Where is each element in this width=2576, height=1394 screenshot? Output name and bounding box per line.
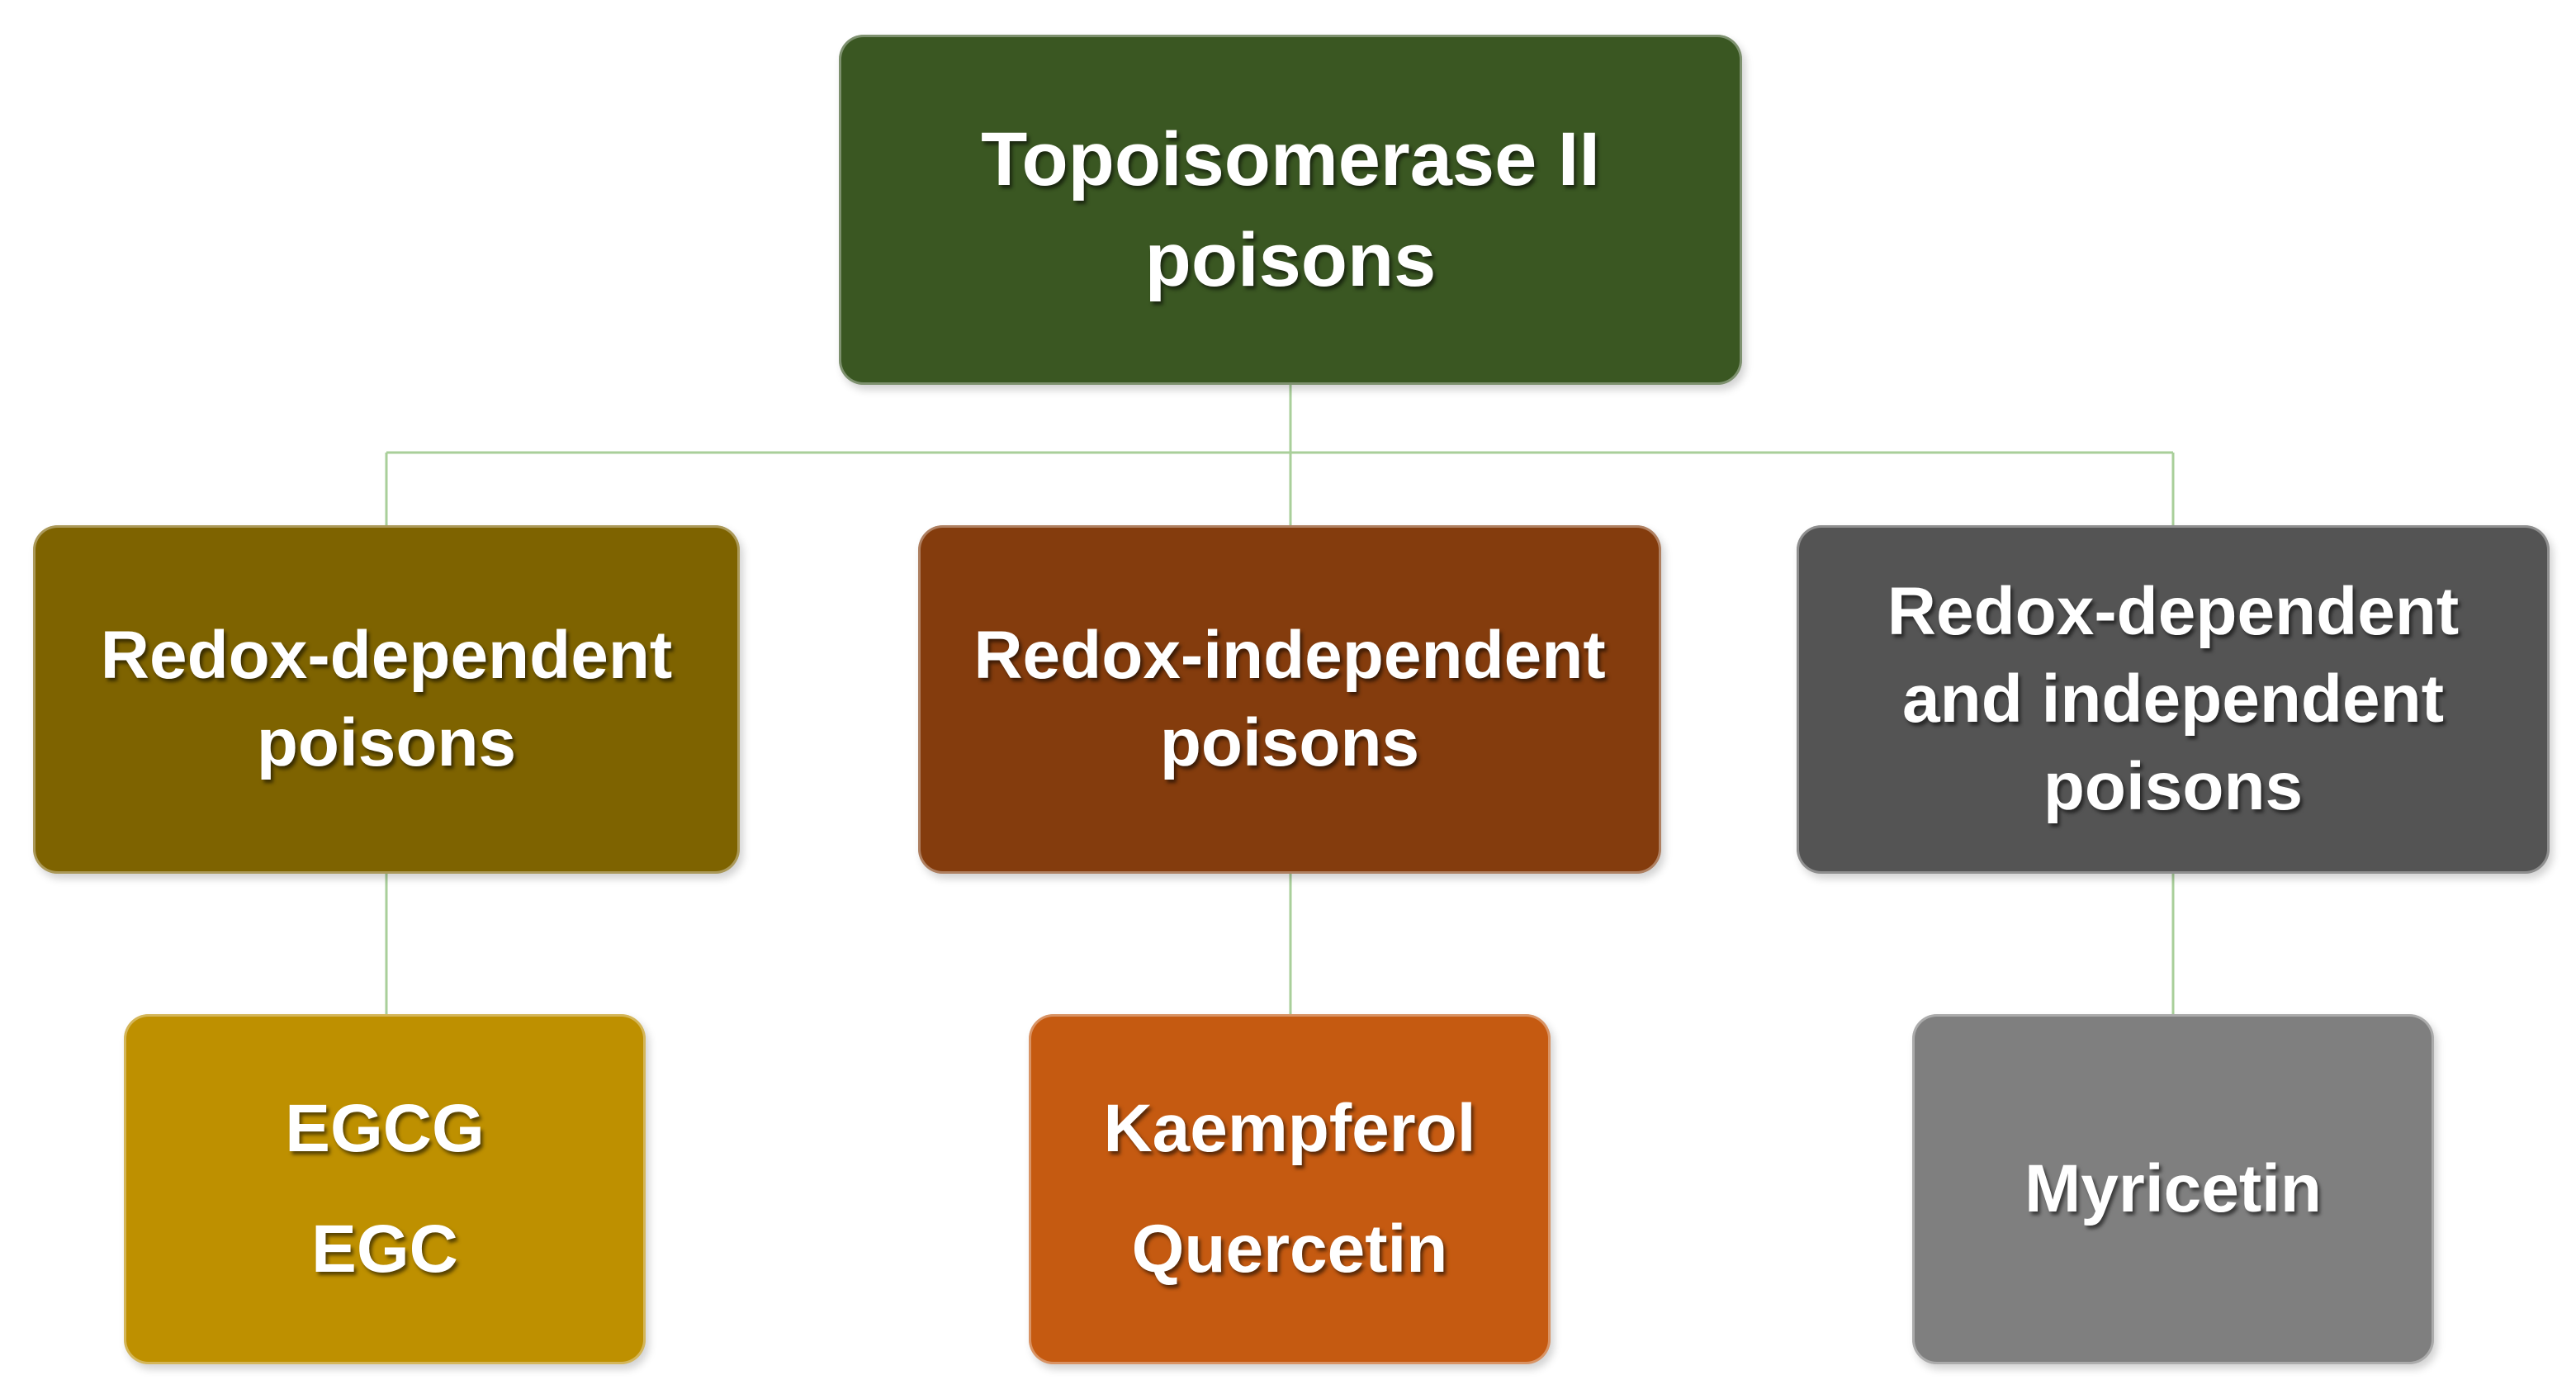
root-node-label-line-2: poisons	[1144, 218, 1437, 302]
compound-node-redox-dependent: EGCG EGC	[124, 1014, 646, 1364]
category-label-line-2: poisons	[256, 705, 517, 780]
root-node-label-line-1: Topoisomerase II	[981, 117, 1600, 202]
root-node-topoisomerase-ii-poisons: Topoisomerase II poisons	[839, 35, 1742, 385]
category-node-redox-dependent: Redox-dependent poisons	[33, 525, 740, 874]
compound-label-egc: EGC	[311, 1211, 458, 1287]
category-label-line-1: Redox-dependent	[1887, 574, 2460, 649]
category-node-redox-independent: Redox-independent poisons	[918, 525, 1661, 874]
category-label-line-1: Redox-dependent	[100, 618, 673, 693]
compound-node-redox-independent: Kaempferol Quercetin	[1029, 1014, 1551, 1364]
compound-label-egcg: EGCG	[285, 1091, 485, 1166]
category-label-line-3: poisons	[2043, 749, 2304, 824]
compound-label-kaempferol: Kaempferol	[1103, 1091, 1476, 1166]
category-node-redox-dependent-and-independent: Redox-dependent and independent poisons	[1797, 525, 2550, 874]
compound-label-quercetin: Quercetin	[1131, 1211, 1448, 1287]
category-label-line-2: and independent	[1902, 661, 2444, 737]
compound-label-myricetin: Myricetin	[2024, 1151, 2322, 1226]
category-label-line-2: poisons	[1159, 705, 1420, 780]
category-label-line-1: Redox-independent	[973, 618, 1606, 693]
compound-node-redox-both: Myricetin	[1912, 1014, 2434, 1364]
